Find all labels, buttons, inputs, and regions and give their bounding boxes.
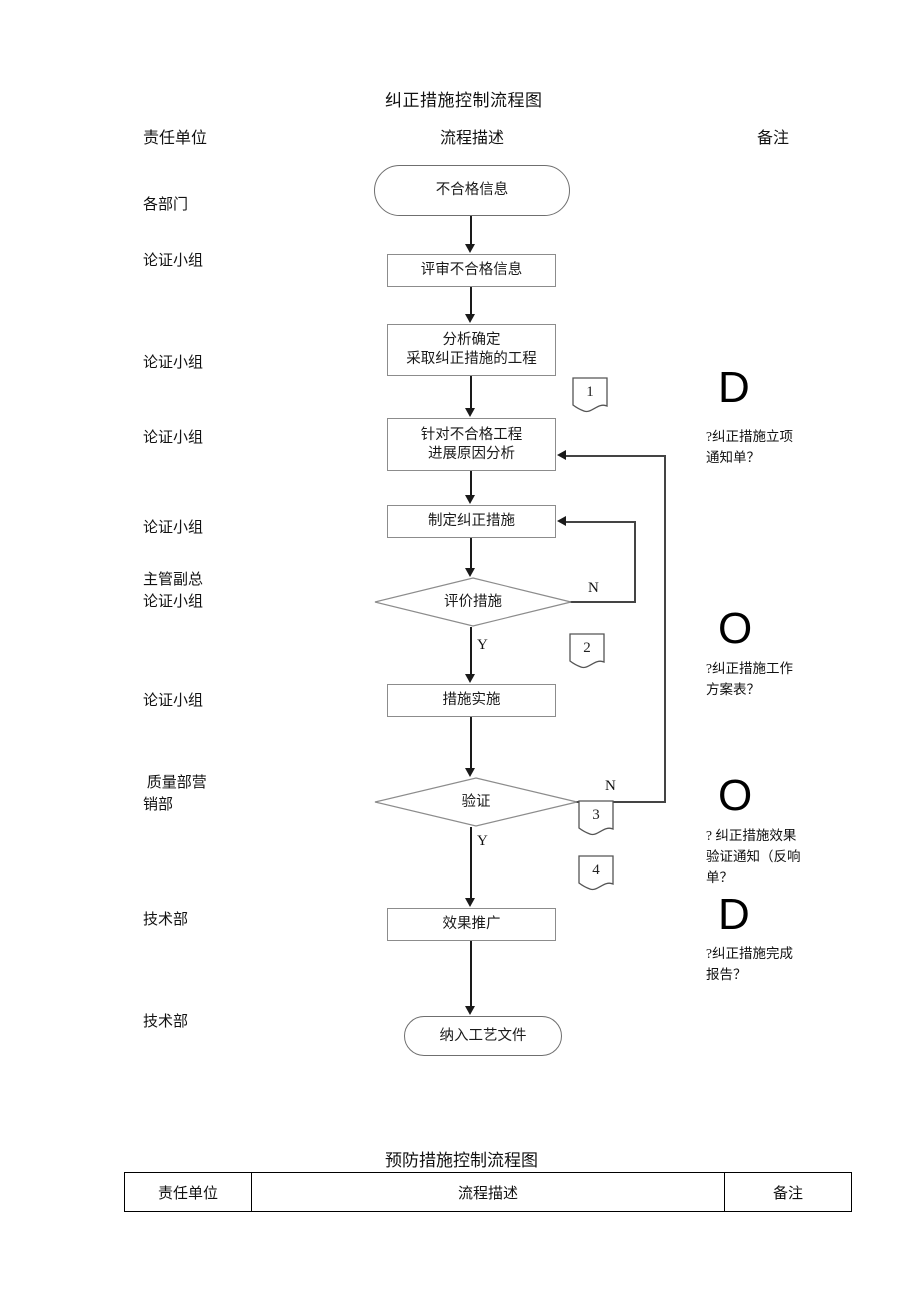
arrowhead-implement-to-verify (465, 768, 475, 777)
responsibility-label-review-group-2: 论证小组 (143, 355, 204, 371)
remark-glyph-remark-2: O (718, 604, 753, 653)
loop-verify-v (664, 455, 666, 802)
connector-promote-to-end (470, 941, 472, 1007)
document-tag-1: 1 (572, 377, 608, 415)
flow-node-promote: 效果推广 (387, 908, 556, 941)
flow-node-cause: 针对不合格工程 进展原因分析 (387, 418, 556, 471)
remark-glyph-remark-4: D (718, 890, 750, 939)
remark-glyph-remark-1: D (718, 363, 750, 412)
connector-analyze-to-cause (470, 376, 472, 409)
responsibility-label-vice-gm: 主管副总 (143, 572, 204, 588)
flow-node-label: 评价措施 (444, 593, 502, 610)
remark-glyph-remark-3: O (718, 771, 753, 820)
connector-review-to-analyze (470, 287, 472, 315)
secondary-title: 预防措施控制流程图 (385, 1151, 538, 1170)
document-tag-number: 4 (592, 862, 600, 878)
arrowhead-cause-to-action (465, 495, 475, 504)
table-row: 责任单位流程描述备注 (124, 1172, 852, 1212)
flow-node-analyze: 分析确定 采取纠正措施的工程 (387, 324, 556, 376)
table-header-cell-0: 责任单位 (124, 1172, 252, 1212)
remark-text-remark-4: ?纠正措施完成 报告？ (706, 946, 793, 982)
connector-cause-to-action (470, 471, 472, 496)
flow-node-evaluate: 评价措施 (374, 577, 572, 627)
connector-evaluate-yes-to-implement (470, 627, 472, 674)
arrowhead-review-to-analyze (465, 314, 475, 323)
arrowhead-start-to-review (465, 244, 475, 253)
branch-label-evaluate-yes: Y (477, 637, 488, 653)
remark-text-remark-2: ?纠正措施工作 方案表？ (706, 661, 793, 697)
table-header-cell-1: 流程描述 (251, 1172, 725, 1212)
loop-verify-h-bottom (576, 801, 666, 803)
arrowhead-loop-evaluate (557, 516, 566, 526)
flow-node-implement: 措施实施 (387, 684, 556, 717)
document-tag-3: 3 (578, 800, 614, 838)
flow-node-label: 分析确定 采取纠正措施的工程 (406, 332, 537, 367)
flow-node-make-action: 制定纠正措施 (387, 505, 556, 538)
connector-verify-yes-to-promote (470, 827, 472, 899)
connector-action-to-evaluate (470, 538, 472, 569)
flow-node-label: 评审不合格信息 (420, 262, 523, 278)
flow-node-verify: 验证 (374, 777, 578, 827)
loop-verify-h-top (566, 455, 666, 457)
document-tag-shape (572, 377, 608, 413)
loop-evaluate-v (634, 521, 636, 602)
responsibility-label-dept-all: 各部门 (143, 197, 189, 213)
document-tag-shape (578, 800, 614, 836)
responsibility-label-review-group-6: 论证小组 (143, 693, 204, 709)
responsibility-label-quality-sales-2: 销部 (143, 797, 174, 813)
responsibility-label-quality-sales-1: 质量部营 (143, 775, 207, 791)
table-header-cell-2: 备注 (724, 1172, 852, 1212)
responsibility-label-review-group-4: 论证小组 (143, 520, 204, 536)
preventive-flow-table: 责任单位流程描述备注 (124, 1172, 852, 1212)
arrowhead-analyze-to-cause (465, 408, 475, 417)
loop-evaluate-h-top (566, 521, 636, 523)
arrowhead-loop-verify (557, 450, 566, 460)
page-title: 纠正措施控制流程图 (385, 91, 543, 110)
arrowhead-verify-yes (465, 898, 475, 907)
flow-node-start: 不合格信息 (374, 165, 570, 216)
connector-implement-to-verify (470, 717, 472, 769)
column-header-remark: 备注 (757, 130, 790, 147)
flow-node-end: 纳入工艺文件 (404, 1016, 562, 1056)
document-tag-number: 1 (586, 384, 594, 400)
remark-text-remark-1: ?纠正措施立项 通知单？ (706, 429, 793, 465)
column-header-process: 流程描述 (440, 130, 505, 147)
flow-node-label: 措施实施 (442, 692, 501, 708)
flow-node-label: 验证 (461, 793, 491, 810)
arrowhead-evaluate-yes (465, 674, 475, 683)
flow-node-label: 不合格信息 (435, 182, 509, 198)
document-tag-shape (578, 855, 614, 891)
column-header-responsibility: 责任单位 (143, 130, 208, 147)
flow-node-label: 效果推广 (442, 916, 501, 932)
responsibility-label-review-group-3: 论证小组 (143, 430, 204, 446)
connector-start-to-review (470, 216, 472, 245)
document-tag-number: 2 (583, 640, 591, 656)
loop-evaluate-h-bottom (570, 601, 636, 603)
responsibility-label-tech-dept-2: 技术部 (143, 1014, 189, 1030)
branch-label-evaluate-no: N (588, 580, 599, 596)
arrowhead-promote-to-end (465, 1006, 475, 1015)
flow-node-label: 针对不合格工程 进展原因分析 (420, 426, 523, 462)
flow-node-label: 纳入工艺文件 (439, 1027, 527, 1044)
decision-diamond-shape (374, 577, 572, 627)
branch-label-verify-yes: Y (477, 833, 488, 849)
arrowhead-action-to-evaluate (465, 568, 475, 577)
responsibility-label-review-group-1: 论证小组 (143, 253, 204, 269)
decision-diamond-shape (374, 777, 578, 827)
remark-text-remark-3: ? 纠正措施效果 验证通知（反响 单？ (706, 828, 801, 885)
responsibility-label-review-group-5: 论证小组 (143, 594, 204, 610)
flow-node-review-info: 评审不合格信息 (387, 254, 556, 287)
branch-label-verify-no: N (605, 778, 616, 794)
document-tag-shape (569, 633, 605, 669)
document-tag-4: 4 (578, 855, 614, 893)
responsibility-label-tech-dept-1: 技术部 (143, 912, 189, 928)
document-tag-2: 2 (569, 633, 605, 671)
flow-node-label: 制定纠正措施 (428, 513, 515, 529)
document-tag-number: 3 (592, 807, 600, 823)
